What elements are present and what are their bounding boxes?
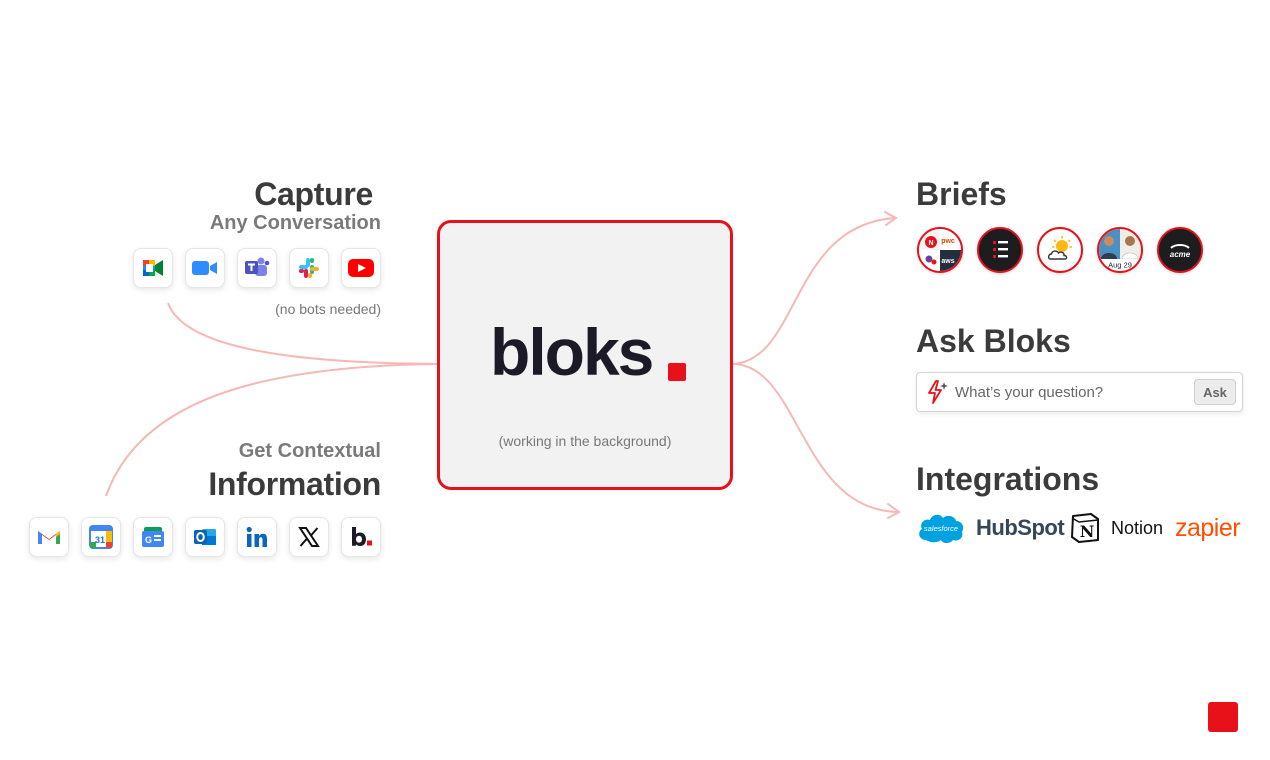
brand-accent-square [1208, 702, 1238, 732]
salesforce-label: salesforce [924, 524, 958, 533]
bloks-b-icon[interactable] [341, 517, 381, 557]
bloks-logo-dot [668, 363, 686, 381]
linkedin-icon[interactable] [237, 517, 277, 557]
context-subtitle: Get Contextual [238, 440, 381, 462]
capture-subtitle: Any Conversation [209, 212, 381, 234]
notion-label[interactable]: Notion [1111, 517, 1164, 538]
context-connector [105, 363, 438, 497]
question-input[interactable] [955, 381, 1185, 403]
google-calendar-icon[interactable]: 31 [81, 517, 121, 557]
salesforce-logo[interactable]: salesforce [916, 508, 966, 548]
collage-aws-label: aws [941, 258, 954, 265]
brief-date-label: Aug 29 [1108, 261, 1132, 270]
slack-icon[interactable] [289, 248, 329, 288]
outlook-icon[interactable] [185, 517, 225, 557]
weather-thumbnail[interactable] [1037, 227, 1083, 273]
zapier-label: zapier [1175, 513, 1241, 542]
integrations-title: Integrations [916, 461, 1100, 497]
sparkle-bolt-icon [926, 380, 950, 409]
svg-text:31: 31 [95, 535, 105, 545]
x-icon[interactable] [289, 517, 329, 557]
svg-text:G: G [145, 535, 152, 545]
acme-label: acme [1170, 250, 1191, 259]
integrations-arrowhead [887, 503, 901, 519]
bloks-logo: bloks [490, 315, 654, 389]
list-thumbnail[interactable] [977, 227, 1023, 273]
ask-question-box: Ask [916, 372, 1243, 412]
integrations-connector [732, 363, 899, 513]
people-date-thumbnail[interactable]: Aug 29 [1097, 227, 1143, 273]
capture-connector [167, 302, 438, 365]
notion-logo-icon[interactable]: N [1069, 508, 1101, 548]
acme-thumbnail[interactable]: acme [1157, 227, 1203, 273]
no-bots-note: (no bots needed) [275, 301, 381, 317]
briefs-connector [732, 217, 896, 365]
ask-title: Ask Bloks [916, 323, 1071, 359]
youtube-icon[interactable] [341, 248, 381, 288]
hubspot-label: HubSpot [976, 515, 1065, 540]
company-collage-thumbnail[interactable]: N pwc aws [917, 227, 963, 273]
hubspot-logo[interactable]: HubSpot [976, 508, 1065, 548]
collage-pwc-label: pwc [941, 238, 955, 245]
briefs-title: Briefs [916, 176, 1007, 212]
microsoft-teams-icon[interactable] [237, 248, 277, 288]
working-caption: (working in the background) [498, 433, 672, 449]
google-news-icon[interactable]: G [133, 517, 173, 557]
context-title: Information [208, 466, 381, 502]
zapier-logo[interactable]: zapier [1175, 508, 1241, 548]
gmail-icon[interactable] [29, 517, 69, 557]
notion-glyph: N [1080, 522, 1095, 541]
briefs-arrowhead [884, 211, 898, 226]
zoom-icon[interactable] [185, 248, 225, 288]
bloks-center-card: bloks (working in the background) [437, 220, 733, 490]
google-meet-icon[interactable] [133, 248, 173, 288]
collage-n-label: N [928, 240, 933, 247]
capture-title: Capture [254, 176, 373, 212]
ask-button[interactable]: Ask [1194, 379, 1236, 405]
